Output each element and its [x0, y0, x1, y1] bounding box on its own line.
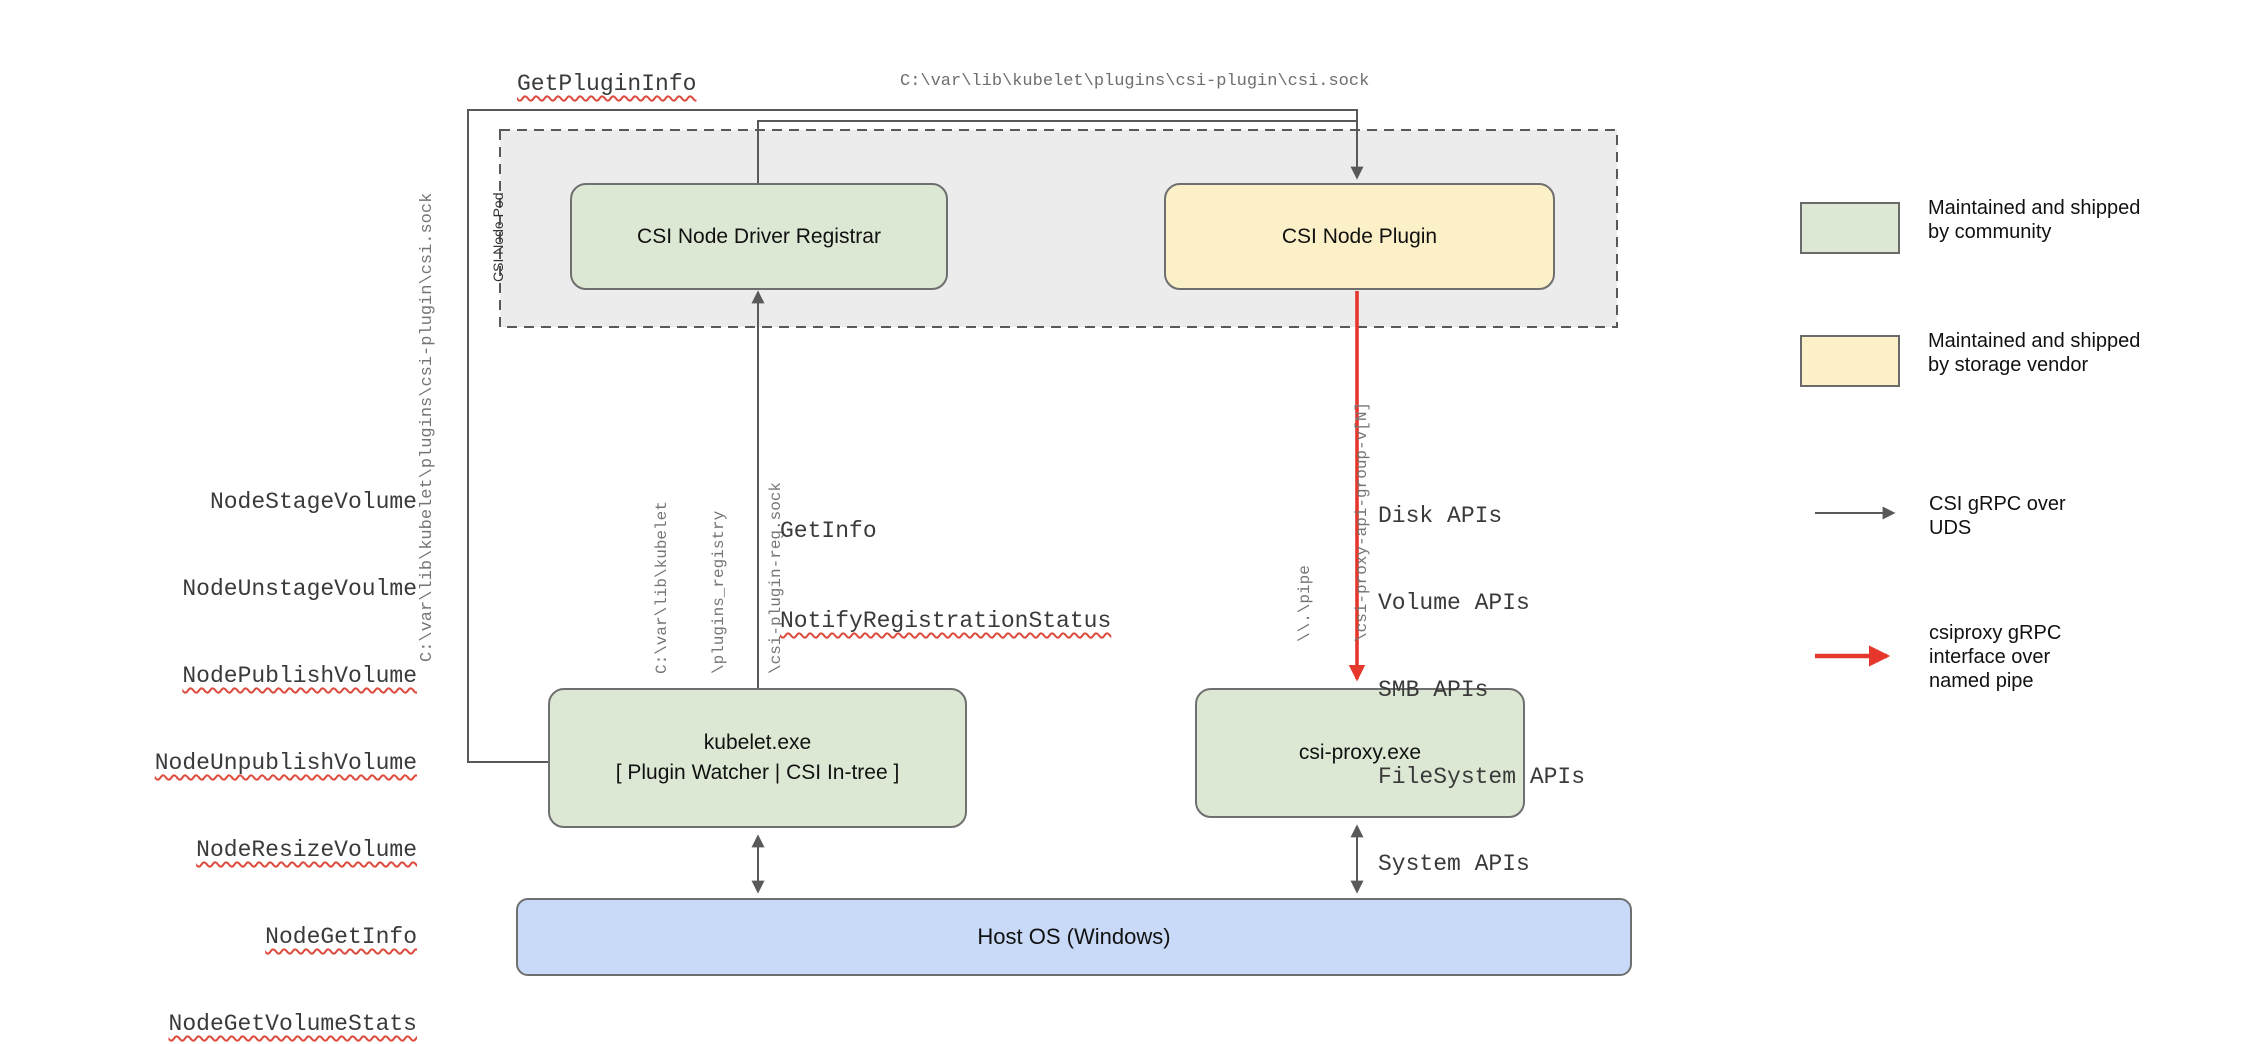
api-calls-list: Disk APIs Volume APIs SMB APIs FileSyste… — [1378, 444, 1585, 937]
csi-node-plugin-box: CSI Node Plugin — [1164, 183, 1555, 290]
pipe-path-line1: \\.\pipe — [1296, 565, 1314, 642]
legend-uds-text: CSI gRPC over UDS — [1929, 492, 2066, 540]
legend-vendor-line2: by storage vendor — [1928, 354, 2089, 376]
csi-node-plugin-label: CSI Node Plugin — [1281, 224, 1438, 248]
legend-community-line2: by community — [1928, 221, 2052, 243]
api-call: FileSystem APIs — [1378, 764, 1586, 790]
notify-registration-status-label: NotifyRegistrationStatus — [780, 608, 1112, 634]
pipe-path-line2: \csi-proxy-api-group-v[N] — [1353, 401, 1371, 642]
api-call: Volume APIs — [1378, 590, 1530, 616]
legend-pipe-line2: interface over — [1929, 646, 2051, 668]
get-plugin-info-label: GetPluginInfo — [517, 71, 697, 97]
csi-proxy-box: csi-proxy.exe — [1195, 688, 1525, 818]
legend-community-text: Maintained and shipped by community — [1928, 196, 2140, 244]
legend-pipe-line3: named pipe — [1929, 670, 2034, 692]
node-calls-list: NodeStageVolume NodeUnstageVoulme NodePu… — [90, 430, 417, 1044]
legend-pipe-line1: csiproxy gRPC — [1929, 622, 2062, 644]
host-os-box: Host OS (Windows) — [516, 898, 1632, 976]
api-call: SMB APIs — [1378, 677, 1489, 703]
registry-path-line1: C:\var\lib\kubelet — [653, 501, 671, 674]
legend-community-swatch — [1800, 202, 1900, 254]
registry-path-line2: \plugins_registry — [710, 510, 728, 674]
registry-socket-path-label: C:\var\lib\kubelet \plugins_registry \cs… — [615, 482, 785, 674]
csi-proxy-label: csi-proxy.exe — [1298, 741, 1422, 764]
csi-node-driver-registrar-label: CSI Node Driver Registrar — [637, 224, 881, 248]
node-call: NodeGetInfo — [265, 924, 417, 950]
api-call: Disk APIs — [1378, 503, 1503, 529]
named-pipe-path-label: \\.\pipe \csi-proxy-api-group-v[N] — [1258, 402, 1371, 642]
node-call: NodeUnpublishVolume — [154, 750, 417, 776]
top-socket-path-label: C:\var\lib\kubelet\plugins\csi-plugin\cs… — [900, 72, 1370, 91]
node-call: NodeResizeVolume — [196, 837, 417, 863]
node-call: NodePublishVolume — [182, 663, 417, 689]
legend-uds-line1: CSI gRPC over — [1929, 493, 2066, 515]
legend-uds-line2: UDS — [1929, 517, 1972, 539]
registration-calls-list: GetInfo NotifyRegistrationStatus — [780, 456, 1111, 696]
legend-vendor-swatch — [1800, 335, 1900, 387]
get-info-label: GetInfo — [780, 518, 877, 544]
left-socket-path-label: C:\var\lib\kubelet\plugins\csi-plugin\cs… — [418, 192, 437, 662]
kubelet-label-line1: kubelet.exe — [703, 731, 812, 754]
legend-community-line1: Maintained and shipped — [1928, 197, 2141, 219]
kubelet-label-line2: [ Plugin Watcher | CSI In-tree ] — [615, 761, 900, 784]
legend-vendor-text: Maintained and shipped by storage vendor — [1928, 329, 2140, 377]
legend-vendor-line1: Maintained and shipped — [1928, 330, 2141, 352]
host-os-label: Host OS (Windows) — [977, 924, 1171, 949]
node-call: NodeStageVolume — [209, 489, 417, 515]
api-call: System APIs — [1378, 851, 1530, 877]
csi-node-driver-registrar-box: CSI Node Driver Registrar — [570, 183, 948, 290]
node-call: NodeGetVolumeStats — [168, 1011, 417, 1037]
legend-pipe-text: csiproxy gRPC interface over named pipe — [1929, 621, 2061, 693]
node-call: NodeUnstageVoulme — [182, 576, 417, 602]
kubelet-box: kubelet.exe [ Plugin Watcher | CSI In-tr… — [548, 688, 967, 828]
csi-node-pod-label: CSI Node Pod — [490, 192, 506, 283]
registrar-to-plugin-connector — [757, 120, 1357, 184]
